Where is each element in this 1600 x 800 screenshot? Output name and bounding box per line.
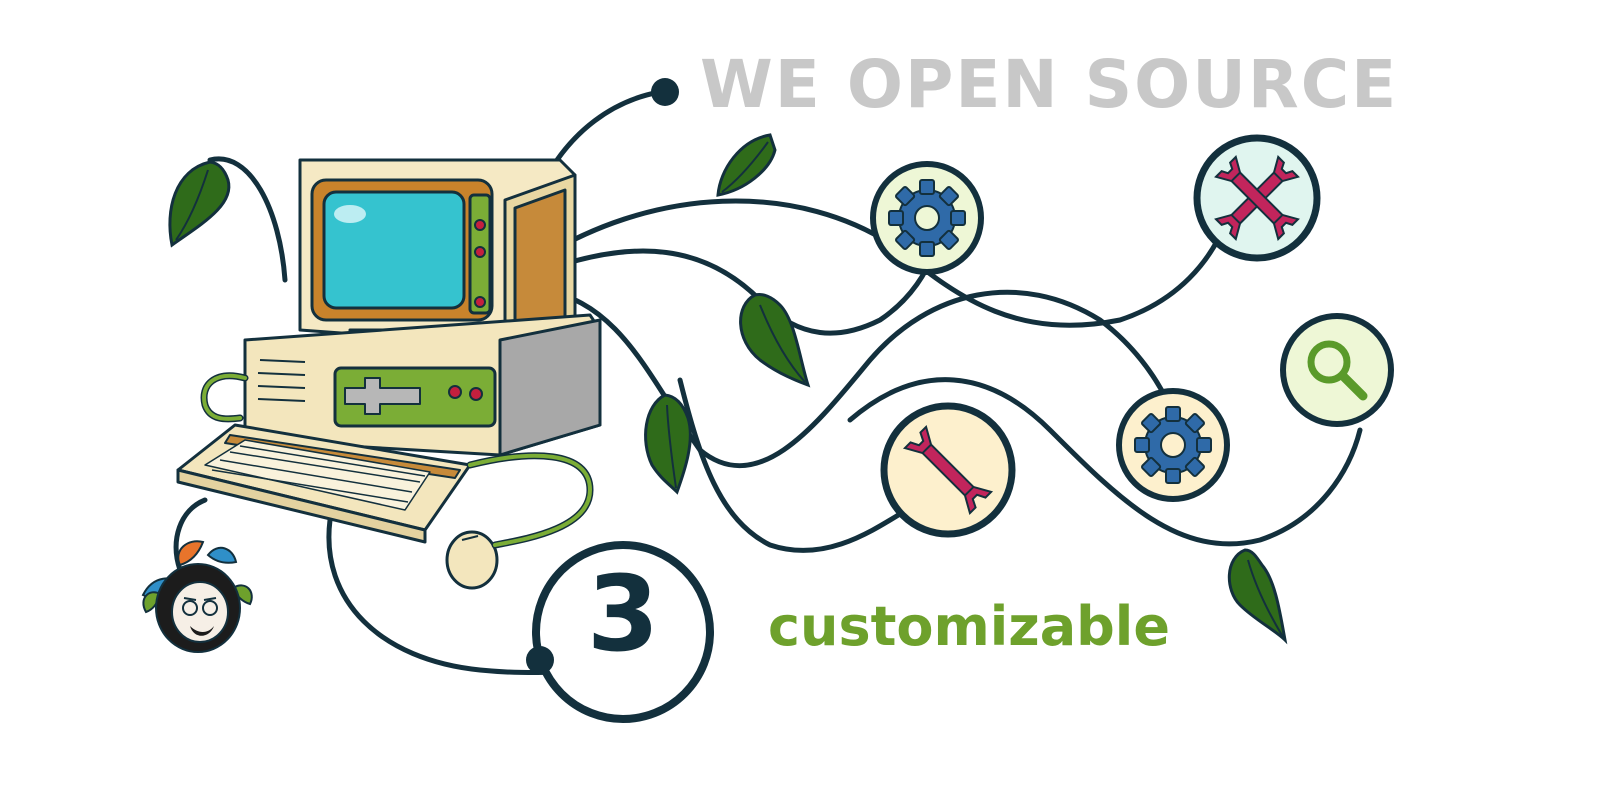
headline-dot bbox=[651, 78, 679, 106]
vintage-computer-illustration bbox=[176, 158, 602, 590]
item-number: 3 bbox=[586, 553, 660, 675]
wrench-icon bbox=[880, 402, 1016, 538]
vine-to-wrench bbox=[677, 377, 918, 553]
headline: WE OPEN SOURCE bbox=[700, 46, 1399, 123]
vine-to-tools bbox=[527, 198, 1228, 328]
mouse bbox=[445, 530, 499, 590]
number-badge bbox=[526, 541, 714, 723]
cpu-side bbox=[498, 318, 602, 457]
vine-to-number bbox=[326, 517, 563, 675]
vines bbox=[173, 89, 1363, 675]
magnifier-icon bbox=[1280, 313, 1394, 427]
vine-to-magnifier bbox=[847, 377, 1363, 547]
gear-icon bbox=[1116, 388, 1230, 502]
gear-icon bbox=[870, 161, 984, 275]
leaf bbox=[644, 393, 692, 495]
vine-left-top bbox=[207, 156, 288, 283]
leaf-veins bbox=[175, 141, 1284, 638]
leaf bbox=[716, 133, 777, 197]
caption: customizable bbox=[768, 595, 1170, 658]
leaf bbox=[739, 293, 811, 388]
leaves bbox=[168, 133, 1288, 645]
wrench-cross-icon bbox=[1193, 134, 1321, 262]
monitor-side-panel bbox=[513, 188, 567, 334]
leaf bbox=[168, 160, 231, 248]
keyboard-keys bbox=[204, 439, 431, 511]
vine-to-gear-2 bbox=[537, 287, 1178, 469]
author-avatar bbox=[141, 540, 253, 653]
